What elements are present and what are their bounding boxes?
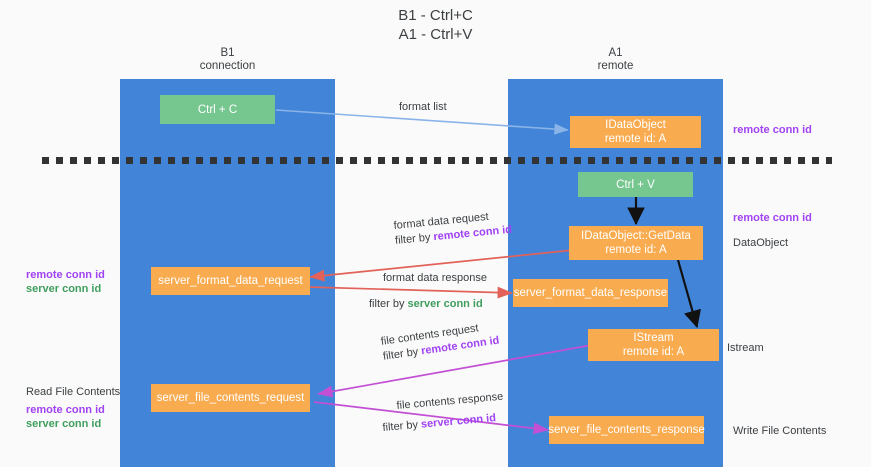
node-server-format-data-request-label: server_format_data_request [158,275,303,287]
node-idataobject-getdata-line2: remote id: A [605,244,667,256]
wire-format-data-response [307,286,513,299]
annotation-left-conn-ids-mid: remote conn id server conn id [26,268,105,296]
node-server-file-contents-response[interactable]: server_file_contents_response [548,416,705,444]
node-idataobject-getdata-line1: IDataObject::GetData [581,230,691,242]
lane-header-a1-sub: remote [597,60,634,72]
node-ctrl-c[interactable]: Ctrl + C [160,95,275,124]
filter-prefix: filter by [369,298,408,310]
annotation-left-conn-ids-bottom: remote conn id server conn id [26,403,105,431]
node-idataobject-line1: IDataObject [605,119,666,131]
diagram-title-line2: A1 - Ctrl+V [398,26,473,43]
annotation-left-server-conn-id-bottom: server conn id [26,418,102,430]
filter-prefix: filter by [382,345,423,363]
phase-divider [42,157,832,164]
node-istream[interactable]: IStream remote id: A [588,329,719,361]
edge-label-format-data-response-filter: filter by server conn id [369,297,483,312]
annotation-left-remote-conn-id-bottom: remote conn id [26,404,105,416]
edge-label-format-list: format list [399,100,447,115]
filter-key-server-conn-id: server conn id [407,298,483,310]
annotation-remote-conn-id-mid: remote conn id [733,211,812,225]
node-ctrl-v[interactable]: Ctrl + V [578,172,693,197]
lane-header-b1-name: B1 [220,47,235,59]
node-idataobject-getdata[interactable]: IDataObject::GetData remote id: A [569,226,703,260]
wire-format-list [275,109,569,135]
annotation-write-file-contents-text: Write File Contents [733,425,827,437]
node-ctrl-c-label: Ctrl + C [197,103,238,116]
annotation-dataobject-text: DataObject [733,237,789,249]
node-server-file-contents-response-label: server_file_contents_response [548,424,705,436]
edge-label-format-data-response: format data response [383,271,487,286]
node-istream-line2: remote id: A [622,346,685,358]
node-server-file-contents-request[interactable]: server_file_contents_request [151,384,310,412]
wire-format-data-request [309,249,575,282]
annotation-read-file-contents: Read File Contents [26,385,120,399]
edge-label-format-data-response-text: format data response [383,272,487,284]
edge-label-format-list-text: format list [399,101,447,113]
filter-prefix: filter by [382,418,422,434]
annotation-write-file-contents: Write File Contents [733,424,826,438]
lane-header-b1: B1 connection [120,47,335,73]
annotation-left-remote-conn-id-mid: remote conn id [26,269,105,281]
node-server-format-data-response-label: server_format_data_response [513,287,668,299]
diagram-title-line1: B1 - Ctrl+C [398,7,473,24]
filter-prefix: filter by [394,231,435,247]
annotation-istream: Istream [727,341,764,355]
wire-file-contents-response [313,401,549,435]
annotation-dataobject: DataObject [733,236,788,250]
node-idataobject-line2: remote id: A [604,133,667,145]
annotation-left-server-conn-id-mid: server conn id [26,283,102,295]
node-server-file-contents-request-label: server_file_contents_request [156,392,305,404]
node-ctrl-v-label: Ctrl + V [616,178,655,191]
node-server-format-data-response[interactable]: server_format_data_response [513,279,668,307]
lane-header-a1-name: A1 [608,47,623,59]
node-server-format-data-request[interactable]: server_format_data_request [151,267,310,295]
node-istream-line1: IStream [633,332,674,344]
wire-getdata-to-istream [676,259,701,329]
lane-header-a1: A1 remote [508,47,723,73]
lane-header-b1-sub: connection [199,60,256,72]
diagram-title: B1 - Ctrl+C A1 - Ctrl+V [0,6,871,44]
wire-file-contents-request [317,344,593,398]
annotation-remote-conn-id-mid-text: remote conn id [733,212,812,224]
annotation-read-file-contents-text: Read File Contents [26,386,121,398]
annotation-istream-text: Istream [727,342,764,354]
annotation-remote-conn-id-top-text: remote conn id [733,124,812,136]
node-idataobject[interactable]: IDataObject remote id: A [570,116,701,148]
annotation-remote-conn-id-top: remote conn id [733,123,812,137]
